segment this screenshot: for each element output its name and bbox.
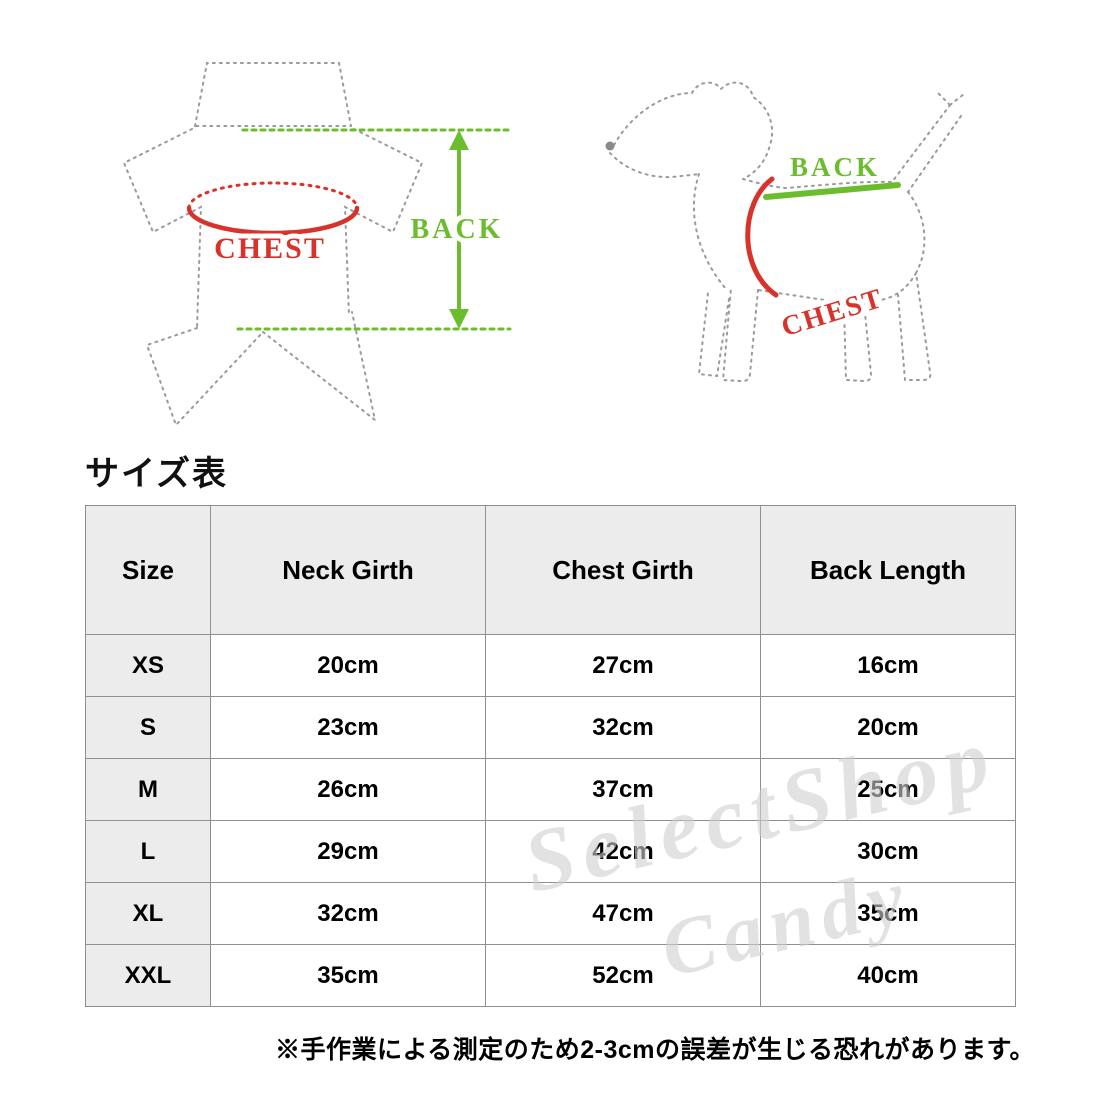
size-cell: L bbox=[85, 820, 211, 883]
value-cell: 35cm bbox=[760, 882, 1016, 945]
dog-nose bbox=[605, 141, 615, 151]
value-cell: 26cm bbox=[210, 758, 486, 821]
value-cell: 20cm bbox=[210, 634, 486, 697]
size-cell: S bbox=[85, 696, 211, 759]
value-cell: 25cm bbox=[760, 758, 1016, 821]
value-cell: 40cm bbox=[760, 944, 1016, 1007]
value-cell: 32cm bbox=[485, 696, 761, 759]
dog-jaw-outline bbox=[609, 152, 700, 179]
column-header: Chest Girth bbox=[485, 505, 761, 635]
value-cell: 29cm bbox=[210, 820, 486, 883]
size-chart-title: サイズ表 bbox=[85, 455, 228, 493]
garment-measure-diagram: CHEST BACK bbox=[122, 62, 512, 427]
value-cell: 52cm bbox=[485, 944, 761, 1007]
dog-head-back-tail-outline bbox=[613, 81, 774, 180]
dog-front-far-leg-outline bbox=[697, 292, 730, 378]
garment-right-sleeve-outline bbox=[343, 128, 424, 317]
dog-chest-front-outline bbox=[693, 173, 727, 290]
size-cell: XL bbox=[85, 882, 211, 945]
garment-left-sleeve-outline bbox=[122, 128, 203, 329]
dog-measure-diagram: BACK CHEST bbox=[605, 81, 965, 383]
column-header: Back Length bbox=[760, 505, 1016, 635]
garment-right-leg-outline bbox=[262, 311, 377, 423]
dog-hind-leg-outline bbox=[843, 302, 873, 383]
garment-collar-outline bbox=[193, 62, 353, 127]
dog-back-label: BACK bbox=[790, 152, 880, 182]
value-cell: 32cm bbox=[210, 882, 486, 945]
value-cell: 23cm bbox=[210, 696, 486, 759]
value-cell: 20cm bbox=[760, 696, 1016, 759]
value-cell: 27cm bbox=[485, 634, 761, 697]
dog-rear-leg-outline bbox=[897, 191, 932, 381]
dog-tail-outline bbox=[907, 91, 965, 193]
dog-belly-outline bbox=[757, 289, 845, 304]
column-header: Neck Girth bbox=[210, 505, 486, 635]
dog-chest-measure-curve bbox=[745, 176, 779, 298]
dog-back-line-outline bbox=[742, 104, 951, 190]
chest-girth-ellipse-back bbox=[187, 181, 359, 210]
back-length-arrowhead-bottom bbox=[449, 309, 469, 329]
dog-haunch-outline bbox=[854, 272, 917, 302]
value-cell: 42cm bbox=[485, 820, 761, 883]
back-length-arrowhead-top bbox=[449, 130, 469, 150]
dog-back-measure-line bbox=[763, 182, 901, 200]
dog-front-leg-outline bbox=[721, 287, 759, 383]
size-cell: XXL bbox=[85, 944, 211, 1007]
value-cell: 37cm bbox=[485, 758, 761, 821]
chest-girth-ellipse-front bbox=[186, 205, 360, 236]
size-cell: M bbox=[85, 758, 211, 821]
garment-back-label: BACK bbox=[411, 214, 504, 245]
garment-left-leg-outline bbox=[145, 327, 264, 427]
dog-chest-label: CHEST bbox=[778, 283, 887, 343]
measurement-note: ※手作業による測定のため2-3cmの誤差が生じる恐れがあります。 bbox=[274, 1036, 1035, 1064]
value-cell: 47cm bbox=[485, 882, 761, 945]
value-cell: 35cm bbox=[210, 944, 486, 1007]
column-header: Size bbox=[85, 505, 211, 635]
value-cell: 30cm bbox=[760, 820, 1016, 883]
garment-chest-label: CHEST bbox=[214, 232, 326, 265]
value-cell: 16cm bbox=[760, 634, 1016, 697]
size-cell: XS bbox=[85, 634, 211, 697]
